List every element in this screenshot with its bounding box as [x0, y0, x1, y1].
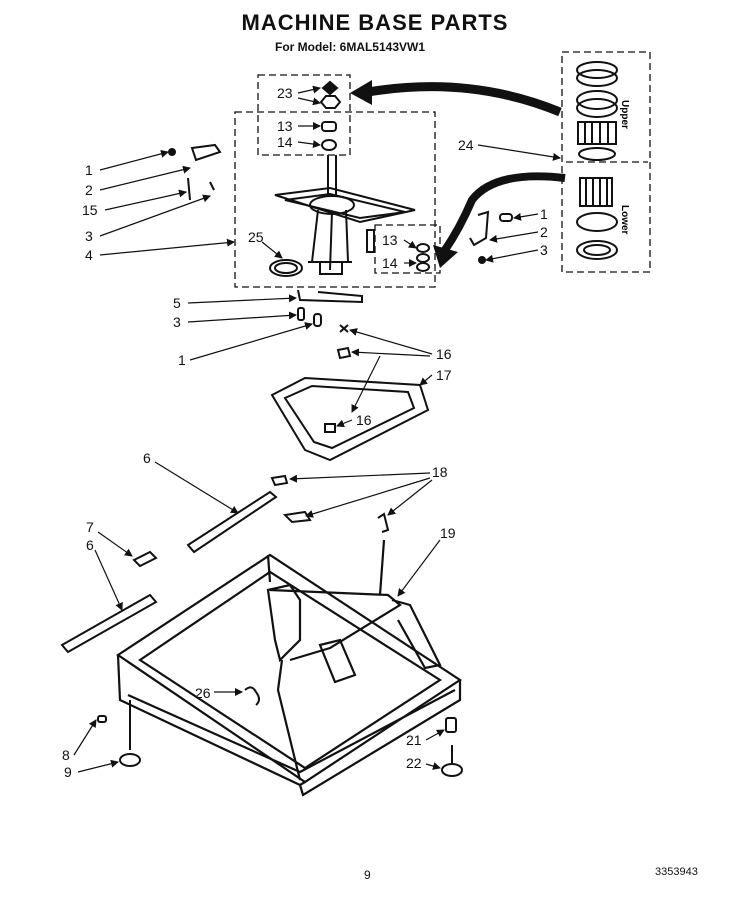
callout-19: 19 — [440, 525, 456, 541]
feet-and-small-parts — [97, 686, 463, 777]
upper-hub-parts-box — [257, 74, 351, 156]
callout-16-upper: 16 — [436, 346, 452, 362]
machine-base-frame — [116, 539, 463, 797]
bearing-kit-box — [561, 51, 651, 273]
leader-lines — [73, 85, 561, 773]
callout-9: 9 — [64, 764, 72, 780]
callout-2-left: 2 — [85, 182, 93, 198]
callout-22: 22 — [406, 755, 422, 771]
callout-13-upper: 13 — [277, 118, 293, 134]
transmission-assembly — [269, 155, 416, 277]
callout-1-right: 1 — [540, 206, 548, 222]
callout-3-center: 3 — [173, 314, 181, 330]
side-rails — [60, 490, 278, 654]
document-number: 3353943 — [655, 866, 698, 878]
callout-26: 26 — [195, 685, 211, 701]
callout-3-right: 3 — [540, 242, 548, 258]
hub-parts — [319, 80, 342, 151]
callout-24: 24 — [458, 137, 474, 153]
callout-16-lower: 16 — [356, 412, 372, 428]
model-subtitle: For Model: 6MAL5143VW1 — [274, 40, 426, 54]
callout-3-left: 3 — [85, 228, 93, 244]
callout-14-lower: 14 — [382, 255, 398, 271]
callout-18: 18 — [432, 464, 448, 480]
callout-21: 21 — [406, 732, 422, 748]
callout-17: 17 — [436, 367, 452, 383]
frame-part-17 — [270, 324, 430, 462]
lower-label: Lower — [619, 205, 630, 235]
callout-1-center: 1 — [178, 352, 186, 368]
upper-label: Upper — [619, 100, 630, 129]
lower-hub-parts — [416, 243, 430, 272]
callout-13-lower: 13 — [382, 232, 398, 248]
callout-15: 15 — [82, 202, 98, 218]
callout-6-upper: 6 — [143, 450, 151, 466]
clip-parts-18 — [270, 474, 390, 533]
transmission-box — [234, 111, 436, 288]
callout-1-left: 1 — [85, 162, 93, 178]
callout-6-lower: 6 — [86, 537, 94, 553]
bracket-part-5 — [297, 289, 363, 327]
page-number: 9 — [364, 868, 371, 882]
callout-8: 8 — [62, 747, 70, 763]
callout-4: 4 — [85, 247, 93, 263]
callout-25: 25 — [248, 229, 264, 245]
callout-23: 23 — [277, 85, 293, 101]
callout-7: 7 — [86, 519, 94, 535]
callout-2-right: 2 — [540, 224, 548, 240]
dashed-boxes — [234, 51, 651, 288]
right-clip-parts — [469, 210, 513, 264]
callout-14-upper: 14 — [277, 134, 293, 150]
left-clip-parts — [168, 143, 222, 201]
diagram-title: MACHINE BASE PARTS — [241, 10, 509, 35]
bearing-kit-parts — [576, 61, 618, 260]
callout-5: 5 — [173, 295, 181, 311]
kit-arrows — [350, 80, 566, 268]
